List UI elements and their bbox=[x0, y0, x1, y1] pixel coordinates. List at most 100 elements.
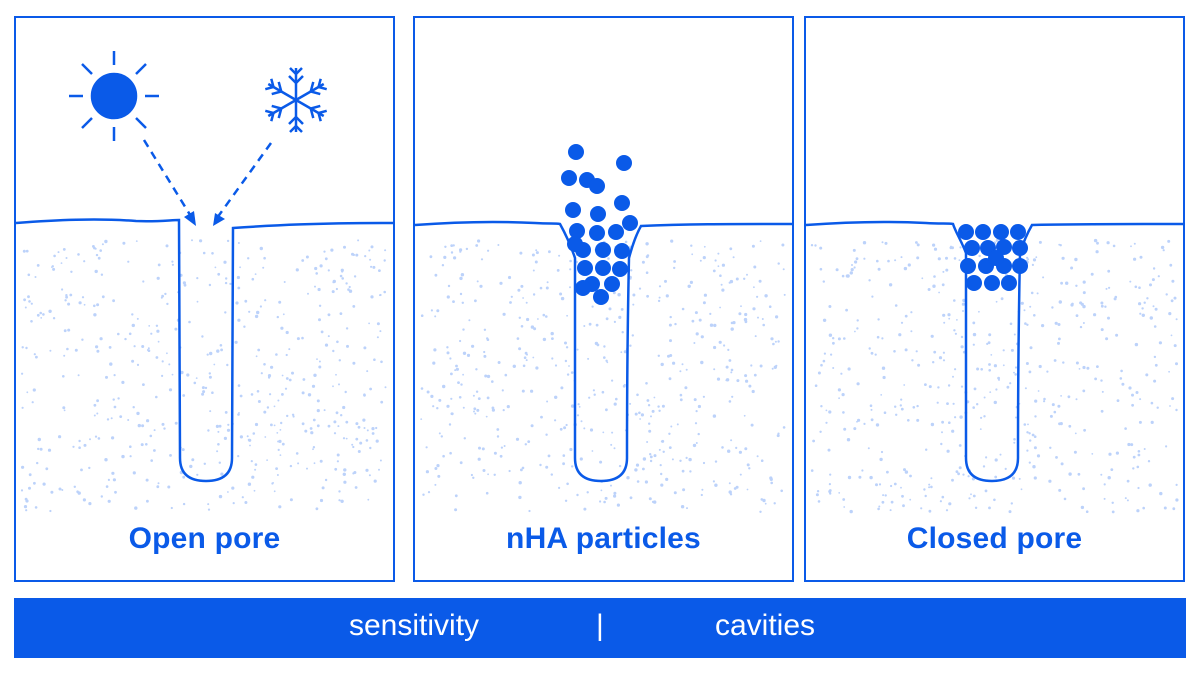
texture-dot bbox=[478, 446, 481, 450]
texture-dot bbox=[942, 313, 946, 317]
texture-dot bbox=[1065, 281, 1069, 285]
texture-dot bbox=[342, 437, 346, 440]
texture-dot bbox=[352, 361, 356, 365]
texture-dot bbox=[951, 429, 955, 433]
texture-dot bbox=[1100, 409, 1104, 413]
texture-dot bbox=[316, 358, 318, 360]
texture-dot bbox=[331, 290, 335, 294]
texture-dot bbox=[224, 281, 228, 285]
texture-dot bbox=[518, 495, 522, 500]
texture-dot bbox=[835, 268, 839, 272]
texture-dot bbox=[660, 362, 664, 367]
texture-dot bbox=[468, 319, 471, 322]
texture-dot bbox=[364, 255, 367, 258]
texture-dot bbox=[681, 307, 685, 311]
texture-dot bbox=[1165, 293, 1168, 296]
texture-dot bbox=[446, 295, 450, 299]
texture-dot bbox=[207, 508, 211, 511]
texture-dot bbox=[163, 427, 166, 430]
texture-dot bbox=[285, 353, 288, 357]
texture-dot bbox=[601, 390, 605, 394]
texture-dot bbox=[49, 509, 52, 513]
texture-dot bbox=[254, 314, 259, 319]
texture-dot bbox=[928, 486, 931, 489]
texture-dot bbox=[1026, 431, 1029, 434]
panel-closed-pore: Closed pore bbox=[804, 16, 1185, 582]
texture-dot bbox=[237, 318, 241, 322]
texture-dot bbox=[735, 485, 739, 489]
texture-dot bbox=[939, 500, 942, 503]
texture-dot bbox=[437, 474, 441, 478]
texture-dot bbox=[26, 391, 29, 394]
texture-dot bbox=[460, 273, 465, 277]
texture-dot bbox=[483, 354, 487, 358]
texture-dot bbox=[915, 241, 918, 244]
texture-dot bbox=[974, 506, 978, 509]
texture-dot bbox=[316, 409, 320, 413]
texture-dot bbox=[867, 447, 870, 450]
texture-dot bbox=[30, 320, 33, 323]
texture-dot bbox=[335, 411, 339, 415]
texture-dot bbox=[753, 265, 757, 269]
texture-dot bbox=[958, 466, 962, 470]
texture-dot bbox=[1141, 313, 1145, 317]
texture-dot bbox=[903, 266, 908, 271]
texture-dot bbox=[815, 493, 819, 497]
texture-dot bbox=[1054, 321, 1058, 325]
texture-dot bbox=[239, 435, 243, 439]
texture-dot bbox=[111, 436, 115, 440]
texture-dot bbox=[659, 464, 662, 467]
texture-dot bbox=[1013, 438, 1016, 441]
texture-dot bbox=[642, 467, 645, 471]
texture-dot bbox=[928, 509, 932, 513]
texture-dot bbox=[613, 320, 616, 323]
texture-dot bbox=[629, 496, 633, 500]
texture-dot bbox=[119, 415, 123, 418]
texture-dot bbox=[131, 313, 134, 316]
texture-dot bbox=[99, 249, 102, 252]
texture-dot bbox=[430, 309, 433, 312]
texture-dot bbox=[1160, 245, 1165, 250]
texture-dot bbox=[954, 416, 957, 419]
texture-dot bbox=[545, 433, 548, 436]
texture-dot bbox=[317, 287, 321, 292]
texture-dot bbox=[550, 331, 554, 336]
texture-dot bbox=[546, 281, 549, 284]
texture-dot bbox=[903, 384, 906, 386]
texture-dot bbox=[474, 299, 477, 303]
texture-dot bbox=[77, 491, 81, 495]
texture-dot bbox=[277, 448, 280, 451]
texture-dot bbox=[446, 346, 449, 349]
texture-dot bbox=[769, 476, 773, 480]
texture-dot bbox=[612, 291, 616, 295]
texture-dot bbox=[36, 313, 40, 317]
texture-dot bbox=[611, 431, 614, 434]
texture-dot bbox=[32, 388, 36, 392]
texture-dot bbox=[83, 303, 86, 306]
texture-dot bbox=[712, 414, 717, 418]
texture-dot bbox=[624, 240, 628, 244]
texture-dot bbox=[1172, 507, 1176, 511]
texture-dot bbox=[81, 296, 85, 299]
texture-dot bbox=[121, 380, 125, 384]
texture-dot bbox=[323, 250, 326, 253]
texture-dot bbox=[169, 454, 172, 457]
texture-dot bbox=[878, 505, 881, 508]
texture-dot bbox=[48, 309, 52, 313]
texture-dot bbox=[1152, 305, 1155, 308]
texture-dot bbox=[610, 484, 612, 487]
texture-dot bbox=[241, 496, 244, 499]
texture-dot bbox=[881, 366, 886, 370]
texture-dot bbox=[108, 346, 112, 349]
texture-dot bbox=[822, 318, 827, 322]
texture-dot bbox=[146, 349, 149, 351]
texture-dot bbox=[183, 283, 187, 287]
texture-dot bbox=[1132, 455, 1136, 459]
texture-dot bbox=[83, 260, 86, 263]
texture-dot bbox=[355, 422, 359, 426]
texture-dot bbox=[1135, 391, 1139, 394]
texture-dot bbox=[933, 247, 938, 251]
texture-dot bbox=[762, 498, 766, 503]
texture-dot bbox=[695, 332, 699, 336]
texture-dot bbox=[450, 251, 454, 254]
